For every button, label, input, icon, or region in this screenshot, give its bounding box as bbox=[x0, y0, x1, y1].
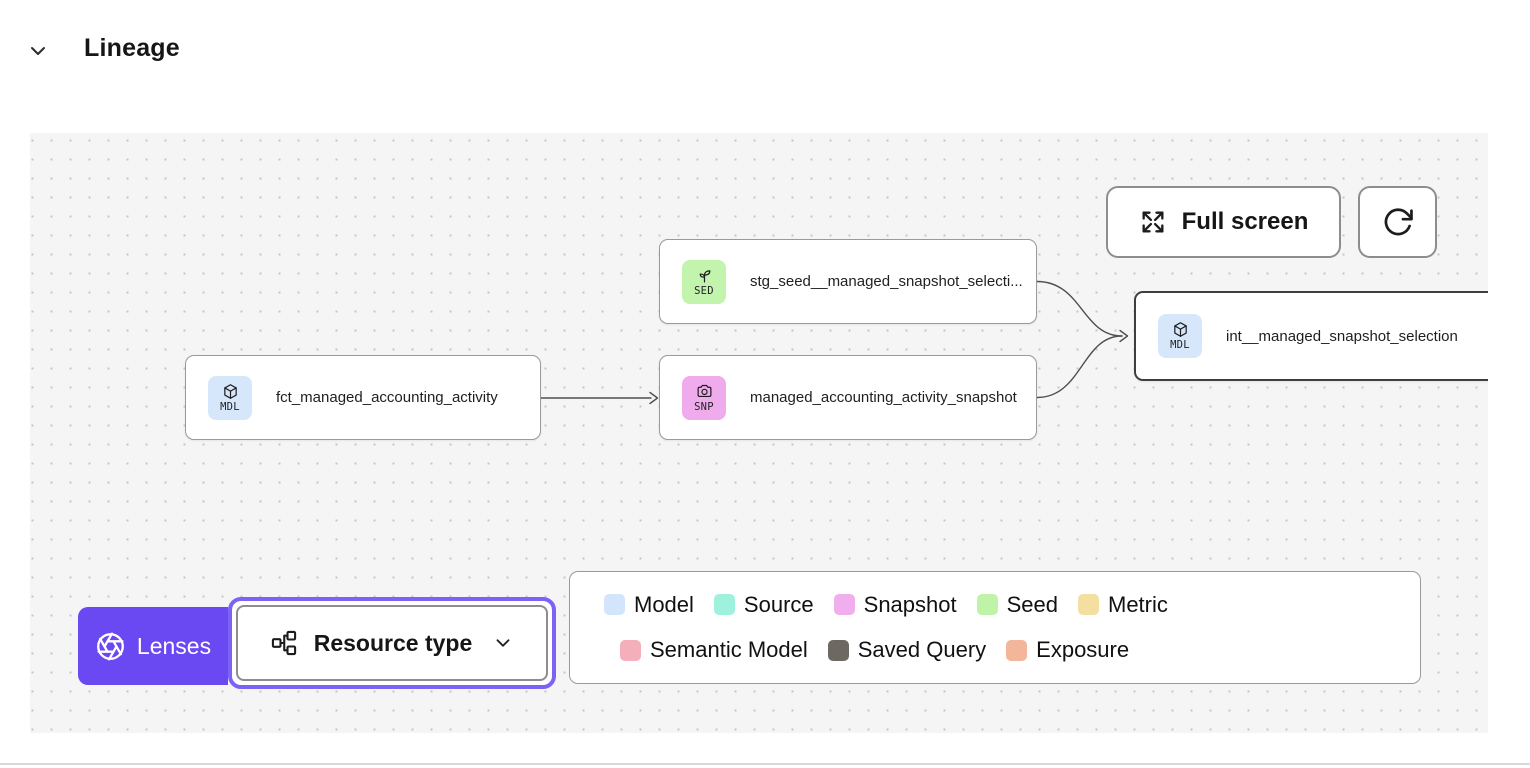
node-label: int__managed_snapshot_selection bbox=[1226, 327, 1458, 345]
legend-label: Model bbox=[634, 591, 694, 617]
node-label: managed_accounting_activity_snapshot bbox=[750, 389, 1017, 406]
legend-item-source: Source bbox=[713, 591, 814, 618]
lenses-label: Lenses bbox=[136, 632, 212, 659]
legend-item-saved-query: Saved Query bbox=[827, 637, 987, 663]
resource-type-focus-ring: Resource type bbox=[228, 597, 556, 689]
node-stg-seed[interactable]: SED stg_seed__managed_snapshot_selecti..… bbox=[659, 239, 1037, 324]
model-swatch bbox=[604, 594, 625, 616]
badge-code: SED bbox=[694, 284, 714, 297]
cube-icon bbox=[223, 383, 237, 399]
badge-code: MDL bbox=[220, 400, 240, 413]
node-label: fct_managed_accounting_activity bbox=[276, 389, 498, 406]
camera-icon bbox=[697, 384, 711, 397]
model-badge: MDL bbox=[208, 375, 252, 420]
edge-snp-to-int bbox=[1036, 335, 1123, 399]
resource-type-dropdown[interactable]: Resource type bbox=[236, 605, 548, 681]
node-fct-managed-accounting-activity[interactable]: MDL fct_managed_accounting_activity bbox=[185, 355, 541, 440]
legend-item-exposure: Exposure bbox=[1006, 637, 1129, 663]
source-swatch bbox=[713, 594, 735, 616]
collapse-chevron-icon[interactable] bbox=[26, 39, 50, 63]
full-screen-label: Full screen bbox=[1181, 208, 1309, 235]
legend-item-semantic-model: Semantic Model bbox=[620, 637, 808, 663]
refresh-icon bbox=[1384, 208, 1413, 236]
badge-code: SNP bbox=[694, 400, 714, 413]
lineage-canvas[interactable]: SED stg_seed__managed_snapshot_selecti..… bbox=[30, 133, 1488, 733]
chevron-down-icon bbox=[496, 639, 510, 647]
semantic-model-swatch bbox=[620, 639, 641, 661]
node-int-managed-snapshot-selection[interactable]: MDL int__managed_snapshot_selection bbox=[1134, 291, 1488, 381]
legend-label: Semantic Model bbox=[650, 637, 808, 663]
full-screen-button[interactable]: Full screen bbox=[1106, 186, 1341, 258]
legend-label: Metric bbox=[1108, 591, 1168, 617]
lenses-button[interactable]: Lenses bbox=[78, 607, 228, 685]
snapshot-badge: SNP bbox=[682, 375, 726, 420]
model-badge: MDL bbox=[1158, 314, 1202, 358]
legend-label: Snapshot bbox=[863, 591, 957, 617]
legend-item-metric: Metric bbox=[1078, 592, 1168, 618]
sprout-icon bbox=[699, 269, 710, 282]
cube-icon bbox=[1173, 322, 1187, 337]
legend-label: Seed bbox=[1006, 591, 1058, 617]
aperture-icon bbox=[96, 631, 124, 661]
legend-item-snapshot: Snapshot bbox=[833, 591, 957, 618]
seed-swatch bbox=[976, 594, 998, 616]
seed-badge: SED bbox=[682, 259, 726, 304]
node-label: stg_seed__managed_snapshot_selecti... bbox=[750, 273, 1023, 290]
legend-item-model: Model bbox=[604, 592, 694, 618]
resource-type-legend: Model Source Snapshot Seed Metric bbox=[569, 571, 1421, 684]
legend-label: Exposure bbox=[1036, 637, 1130, 663]
badge-code: MDL bbox=[1170, 339, 1190, 351]
exposure-swatch bbox=[1006, 639, 1028, 661]
page-title: Lineage bbox=[84, 34, 180, 62]
legend-row-2: Semantic Model Saved Query Exposure bbox=[570, 637, 1420, 663]
legend-label: Source bbox=[743, 591, 814, 617]
hierarchy-icon bbox=[271, 630, 296, 656]
edge-arrowhead bbox=[1119, 329, 1129, 343]
expand-arrows-icon bbox=[1142, 211, 1164, 233]
bottom-divider bbox=[0, 763, 1530, 765]
resource-type-label: Resource type bbox=[313, 629, 473, 656]
saved-query-swatch bbox=[827, 639, 849, 661]
metric-swatch bbox=[1078, 594, 1099, 616]
legend-item-seed: Seed bbox=[976, 591, 1058, 618]
edge-arrowhead bbox=[649, 391, 659, 405]
edge-stg-to-int bbox=[1036, 280, 1123, 337]
node-managed-accounting-activity-snapshot[interactable]: SNP managed_accounting_activity_snapshot bbox=[659, 355, 1037, 440]
legend-row-1: Model Source Snapshot Seed Metric bbox=[570, 592, 1420, 618]
legend-label: Saved Query bbox=[857, 637, 987, 663]
snapshot-swatch bbox=[833, 594, 855, 616]
refresh-button[interactable] bbox=[1358, 186, 1437, 258]
